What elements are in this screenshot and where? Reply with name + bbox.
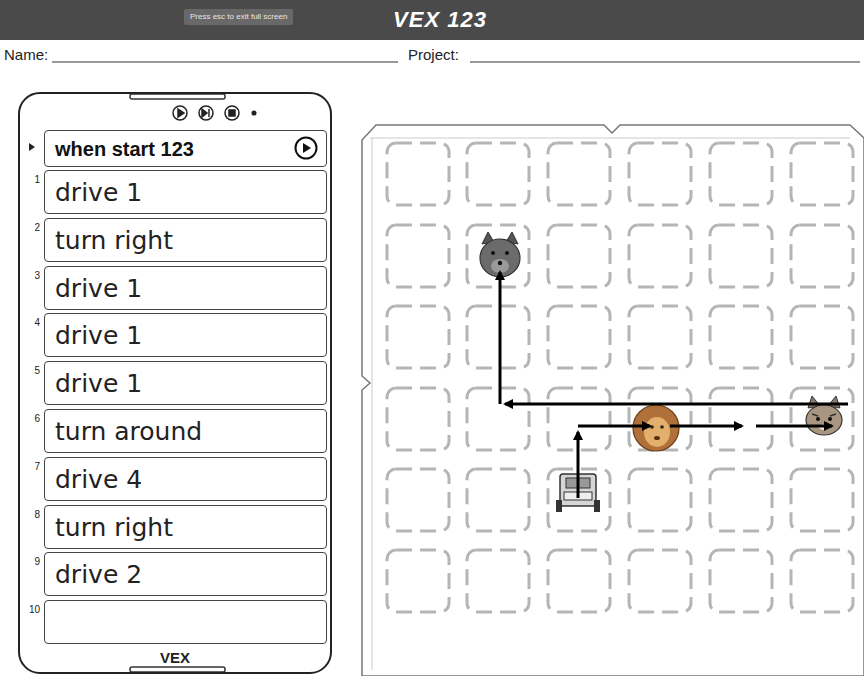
grid-cell bbox=[629, 306, 691, 368]
name-label: Name: bbox=[4, 47, 48, 62]
grid-cell bbox=[387, 306, 449, 368]
grid-cell bbox=[467, 469, 529, 531]
grid-cell bbox=[629, 143, 691, 205]
code-row: 10 bbox=[44, 600, 327, 644]
coder-slot bbox=[130, 94, 225, 99]
grid-cell bbox=[548, 143, 610, 205]
command-text: drive 1 bbox=[55, 276, 142, 301]
coder-card: VEXwhen start 1231drive 12turn right3dri… bbox=[18, 92, 332, 674]
code-row: 3drive 1 bbox=[44, 266, 327, 310]
code-row: 6turn around bbox=[44, 409, 327, 453]
grid-cell bbox=[629, 550, 691, 612]
grid-cell bbox=[791, 143, 853, 205]
grid-cell bbox=[629, 469, 691, 531]
command-text: drive 4 bbox=[55, 467, 142, 492]
grid-cell bbox=[548, 550, 610, 612]
grid-cell bbox=[710, 143, 772, 205]
grid-cell bbox=[629, 225, 691, 287]
grid-cell bbox=[710, 388, 772, 450]
command-text: turn right bbox=[55, 228, 173, 253]
play-icon bbox=[294, 136, 318, 160]
path-arrows bbox=[500, 272, 848, 498]
command-text: drive 1 bbox=[55, 371, 142, 396]
code-row: 5drive 1 bbox=[44, 361, 327, 405]
project-underline bbox=[470, 62, 860, 63]
command-text: drive 1 bbox=[55, 180, 142, 205]
project-label: Project: bbox=[408, 47, 459, 62]
header-band: VEX 123 bbox=[0, 0, 864, 40]
code-row: 8turn right bbox=[44, 505, 327, 549]
grid-cell bbox=[710, 550, 772, 612]
grid-cell bbox=[710, 225, 772, 287]
command-text: drive 1 bbox=[55, 323, 142, 348]
wolf-figure bbox=[480, 232, 520, 277]
command-text: turn around bbox=[55, 419, 202, 444]
grid-cell bbox=[548, 225, 610, 287]
grid-cell bbox=[629, 388, 691, 450]
grid-cell bbox=[467, 306, 529, 368]
board-outline bbox=[362, 125, 864, 676]
code-row: 1drive 1 bbox=[44, 170, 327, 214]
command-text: turn right bbox=[55, 515, 173, 540]
logo-text: VEX 123 bbox=[393, 9, 487, 31]
grid-cell bbox=[467, 143, 529, 205]
cat-figure bbox=[806, 396, 842, 435]
grid-cell bbox=[467, 388, 529, 450]
coder-logo: VEX bbox=[160, 650, 190, 665]
start-marker bbox=[29, 143, 35, 151]
row-number: 5 bbox=[34, 366, 40, 376]
start-label: when start 123 bbox=[55, 139, 194, 159]
row-number: 1 bbox=[34, 175, 40, 185]
code-row: 2turn right bbox=[44, 218, 327, 262]
grid-cell bbox=[791, 388, 853, 450]
code-row: 9drive 2 bbox=[44, 552, 327, 596]
grid-cell bbox=[791, 469, 853, 531]
grid-cell bbox=[710, 306, 772, 368]
grid-cell bbox=[548, 306, 610, 368]
row-number: 3 bbox=[34, 271, 40, 281]
coder-buttons bbox=[173, 106, 256, 120]
row-number: 2 bbox=[34, 223, 40, 233]
row-number: 6 bbox=[34, 414, 40, 424]
lion-figure bbox=[633, 405, 679, 451]
grid-cells bbox=[387, 143, 853, 612]
grid-cell bbox=[387, 388, 449, 450]
grid-cell bbox=[791, 306, 853, 368]
row-number: 4 bbox=[34, 318, 40, 328]
row-number: 7 bbox=[34, 462, 40, 472]
start-block: when start 123 bbox=[44, 130, 327, 167]
command-text: drive 2 bbox=[55, 562, 142, 587]
grid-cell bbox=[387, 225, 449, 287]
grid-cell bbox=[791, 225, 853, 287]
row-number: 8 bbox=[34, 510, 40, 520]
grid-cell bbox=[791, 550, 853, 612]
grid-cell bbox=[710, 469, 772, 531]
grid-cell bbox=[467, 550, 529, 612]
grid-cell bbox=[467, 225, 529, 287]
row-number: 9 bbox=[34, 557, 40, 567]
grid-cell bbox=[387, 143, 449, 205]
grid-cell bbox=[387, 550, 449, 612]
code-row: 4drive 1 bbox=[44, 313, 327, 357]
code-row: 7drive 4 bbox=[44, 457, 327, 501]
name-underline bbox=[52, 62, 398, 63]
grid-cell bbox=[387, 469, 449, 531]
overlay-hint: Press esc to exit full screen bbox=[184, 9, 293, 25]
board-inner-edge bbox=[370, 138, 850, 670]
coder-bottom-bar bbox=[130, 667, 225, 672]
row-number: 10 bbox=[29, 605, 40, 615]
